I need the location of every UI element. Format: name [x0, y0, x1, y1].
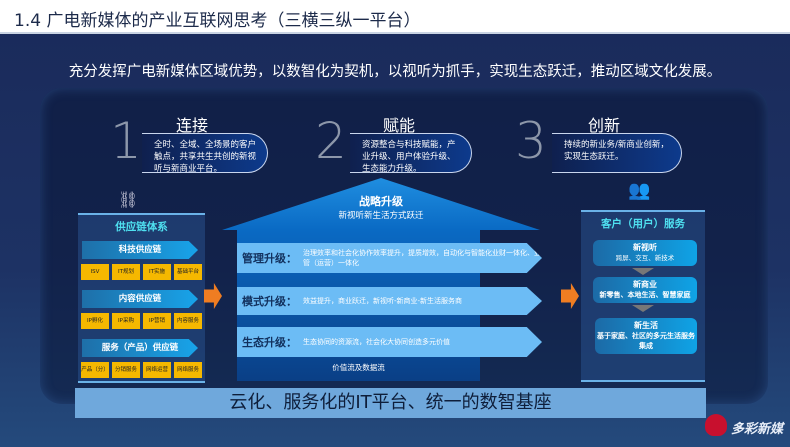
upgrade-row: 模式升级： 效益提升，商业跃迁，新视听-新商业-新生活服务商 — [237, 287, 542, 315]
item-box: 内容服务 — [174, 313, 202, 329]
step-title: 赋能 — [383, 116, 416, 135]
item-box: 网络运营 — [143, 362, 171, 378]
step-desc: 持续的新业务/新商业创新，实现生态跃迁。 — [552, 133, 682, 173]
row-label: 模式升级： — [242, 295, 297, 308]
supply-chain-panel: 供应链体系 科技供应链 ISV IT规划 IT实施 基础平台 内容供应链 IP孵… — [78, 213, 205, 383]
item-box: IT实施 — [143, 264, 171, 280]
group-items: ISV IT规划 IT实施 基础平台 — [81, 264, 202, 280]
row-label: 生态升级： — [242, 336, 297, 349]
service-card: 新视听跨屏、交互、新技术 — [593, 240, 697, 266]
step-number: 2 — [315, 112, 347, 170]
platform-bar: 云化、服务化的IT平台、统一的数智基座 — [75, 388, 706, 418]
supply-chain-title: 供应链体系 — [115, 221, 168, 233]
service-title: 新生活 — [634, 321, 658, 330]
item-box: IT规划 — [112, 264, 140, 280]
step-title: 创新 — [588, 116, 621, 135]
item-box: ISV — [81, 264, 109, 280]
header-bar: 1.4 广电新媒体的产业互联网思考（三横三纵一平台） — [0, 0, 790, 34]
service-title: 新商业 — [633, 280, 657, 289]
item-box: 分销服务 — [112, 362, 140, 378]
value-flow-label: 价值流及数据流 — [332, 363, 385, 372]
upgrade-row: 生态升级： 生态协同的资源流，社会化大协同创造多元价值 — [237, 327, 542, 357]
step-number: 1 — [110, 112, 142, 170]
step-desc: 资源整合与科技赋能，产业升级、用户体验升级、生态能力升级。 — [350, 133, 472, 174]
row-text: 生态协同的资源流，社会化大协同创造多元价值 — [303, 338, 450, 346]
customer-service-title: 客户（用户）服务 — [601, 218, 685, 230]
users-icon: 👥 — [628, 180, 651, 201]
group-label: 科技供应链 — [82, 241, 198, 259]
upgrade-row: 管理升级： 治理效率和社会化协作效率提升，提质增效，自动化与智能化业财一体化、业管… — [237, 243, 542, 273]
row-label: 管理升级： — [242, 252, 297, 265]
item-box: IP营销 — [143, 313, 171, 329]
page-title: 1.4 广电新媒体的产业互联网思考（三横三纵一平台） — [14, 11, 421, 31]
step-title: 连接 — [176, 116, 209, 135]
arrow-down-icon — [632, 305, 654, 312]
logo-text: 多彩新媒 — [731, 422, 784, 437]
item-box: 基础平台 — [174, 264, 202, 280]
customer-service-panel: 客户（用户）服务 新视听跨屏、交互、新技术 新商业新零售、本地生活、智慧家庭 新… — [581, 210, 705, 382]
subtitle: 充分发挥广电新媒体区域优势，以数智化为契机，以视听为抓手，实现生态跃迁，推动区域… — [68, 64, 722, 80]
service-desc: 跨屏、交互、新技术 — [615, 254, 675, 262]
service-card: 新商业新零售、本地生活、智慧家庭 — [593, 277, 697, 303]
step-number: 3 — [515, 112, 547, 170]
arrow-right-icon — [561, 283, 579, 309]
logo-icon — [705, 414, 727, 436]
step-desc: 全时、全域、全场景的客户触点，共享共生共创的新视听与新商业平台。 — [142, 133, 268, 174]
row-text: 治理效率和社会化协作效率提升，提质增效，自动化与智能化业财一体化、业管（运营）一… — [303, 249, 541, 267]
item-box: 产品（分） — [81, 362, 109, 378]
group-label: 内容供应链 — [82, 290, 198, 308]
group-items: IP孵化 IP采购 IP营销 内容服务 — [81, 313, 202, 329]
item-box: 网络服务 — [174, 362, 202, 378]
group-label: 服务（产品）供应链 — [82, 339, 198, 357]
strategy-title: 战略升级 — [359, 195, 403, 208]
service-title: 新视听 — [633, 243, 657, 252]
service-card: 新生活基于家庭、社区的多元生活服务集成 — [595, 318, 697, 354]
service-desc: 新零售、本地生活、智慧家庭 — [599, 291, 691, 299]
item-box: IP采购 — [112, 313, 140, 329]
item-box: IP孵化 — [81, 313, 109, 329]
arrow-down-icon — [632, 268, 654, 275]
arrow-right-icon — [204, 283, 222, 309]
row-text: 效益提升，商业跃迁，新视听-新商业-新生活服务商 — [303, 297, 463, 305]
strategy-subtitle: 新视听新生活方式跃迁 — [338, 211, 424, 221]
service-desc: 基于家庭、社区的多元生活服务集成 — [597, 332, 695, 350]
link-icon: ⛓ — [118, 190, 139, 209]
group-items: 产品（分） 分销服务 网络运营 网络服务 — [81, 362, 202, 378]
